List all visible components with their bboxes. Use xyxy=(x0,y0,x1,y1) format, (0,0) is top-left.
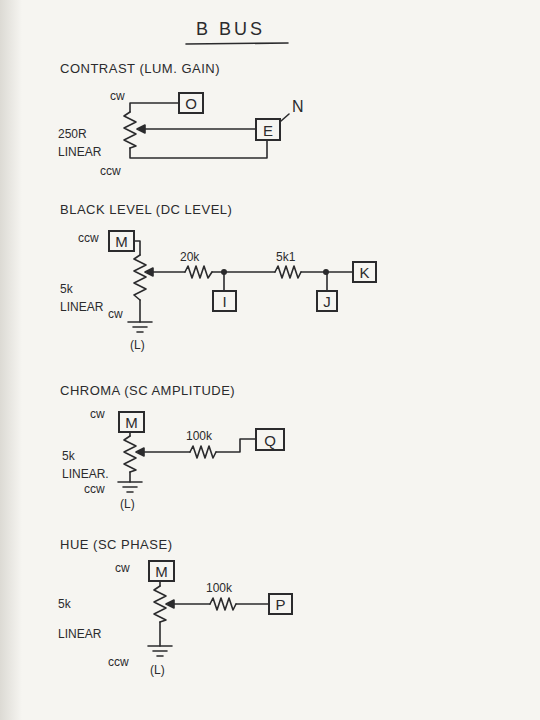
wiper-wire xyxy=(150,271,185,273)
resistor-symbol xyxy=(124,436,136,472)
resistor-symbol xyxy=(185,266,212,278)
value-label: LINEAR xyxy=(58,146,101,159)
terminal-letter: M xyxy=(125,414,138,431)
terminal-box: M xyxy=(118,411,145,433)
terminal-note: ccw xyxy=(84,483,105,496)
value-label: 250R xyxy=(58,128,87,141)
wire-connector xyxy=(327,272,352,290)
resistor-symbol xyxy=(154,586,166,622)
terminal-letter: I xyxy=(222,293,226,310)
section-heading: CONTRAST (LUM. GAIN) xyxy=(60,62,220,76)
value-label: 5k xyxy=(62,450,75,463)
terminal-letter: O xyxy=(185,95,197,112)
ground-label: (L) xyxy=(130,339,145,352)
terminal-note: cw xyxy=(90,408,105,421)
ground-symbol xyxy=(128,322,152,332)
leader-line xyxy=(281,114,289,121)
value-label: LINEAR xyxy=(60,301,103,314)
value-label: 100k xyxy=(206,582,232,595)
value-label: 5k1 xyxy=(276,251,295,264)
terminal-letter: K xyxy=(359,264,369,281)
wire xyxy=(236,603,268,605)
wiper-arrow xyxy=(145,268,153,276)
wiper-wire xyxy=(171,603,210,605)
value-label: LINEAR xyxy=(58,628,101,641)
wire xyxy=(139,300,141,322)
terminal-box: Q xyxy=(255,428,285,451)
terminal-box: I xyxy=(212,290,237,312)
wire xyxy=(130,141,267,158)
resistor-symbol xyxy=(190,446,216,458)
junction-dot xyxy=(222,270,226,274)
terminal-note: ccw xyxy=(108,656,129,669)
wire xyxy=(301,271,326,273)
resistor-symbol xyxy=(134,255,146,300)
terminal-letter: M xyxy=(155,563,168,580)
terminal-box: M xyxy=(148,560,175,582)
wire xyxy=(212,272,275,290)
ground-label: (L) xyxy=(120,498,135,511)
ground-label: (L) xyxy=(150,664,165,677)
wiper-wire xyxy=(141,451,190,453)
terminal-box: P xyxy=(268,593,293,615)
terminal-note: cw xyxy=(110,90,125,103)
value-label: 5k xyxy=(58,598,71,611)
page-gutter xyxy=(0,0,22,720)
terminal-note: ccw xyxy=(100,165,121,178)
wire xyxy=(216,439,255,452)
terminal-letter: M xyxy=(115,233,128,250)
terminal-box: O xyxy=(178,92,204,114)
wiper-wire xyxy=(142,128,255,130)
section-heading: HUE (SC PHASE) xyxy=(60,538,172,552)
value-label: 20k xyxy=(180,251,199,264)
title: B BUS xyxy=(196,20,265,40)
resistor-symbol xyxy=(210,598,236,610)
terminal-letter: P xyxy=(275,596,285,613)
terminal-letter: E xyxy=(263,122,273,139)
wire xyxy=(129,472,131,482)
terminal-letter: Q xyxy=(264,432,276,449)
value-label: 5k xyxy=(60,283,73,296)
terminal-note: cw xyxy=(108,308,123,321)
terminal-box: M xyxy=(108,230,135,252)
resistor-symbol xyxy=(124,112,136,148)
terminal-box: E xyxy=(255,118,281,141)
value-label: LINEAR. xyxy=(62,468,109,481)
wiper-arrow xyxy=(136,448,144,456)
wire xyxy=(159,622,161,646)
terminal-note: cw xyxy=(115,562,130,575)
terminal-box: J xyxy=(316,290,338,312)
value-label: 100k xyxy=(186,430,212,443)
wire xyxy=(130,103,178,112)
terminal-note: ccw xyxy=(78,232,99,245)
callout-letter: N xyxy=(292,98,304,116)
wiper-arrow xyxy=(166,600,174,608)
terminal-box: K xyxy=(352,261,377,283)
title-underline xyxy=(186,43,288,44)
terminal-letter: J xyxy=(323,293,331,310)
ground-symbol xyxy=(118,482,142,492)
section-heading: CHROMA (SC AMPLITUDE) xyxy=(60,384,235,398)
wiper-arrow xyxy=(137,125,145,133)
resistor-symbol xyxy=(275,266,301,278)
ground-symbol xyxy=(148,646,172,656)
section-heading: BLACK LEVEL (DC LEVEL) xyxy=(60,203,232,217)
